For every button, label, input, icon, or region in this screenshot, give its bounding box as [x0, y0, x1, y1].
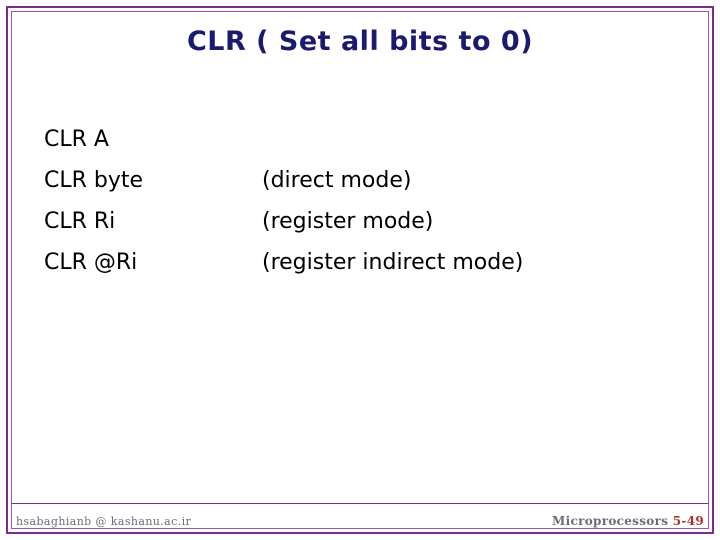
footer-author: hsabaghianb @ kashanu.ac.ir — [16, 515, 192, 528]
page-title: CLR ( Set all bits to 0) — [186, 26, 534, 57]
footer-course: Microprocessors 5-49 — [552, 514, 704, 528]
slide-border-inner — [11, 11, 709, 529]
instruction-mnemonic: CLR byte — [44, 168, 144, 193]
slide-border-outer — [6, 6, 714, 534]
instruction-mode: (direct mode) — [262, 168, 412, 193]
list-item: CLR Ri (register mode) — [44, 209, 684, 250]
list-item: CLR A — [44, 127, 684, 168]
list-item: CLR byte (direct mode) — [44, 168, 684, 209]
instruction-mode: (register mode) — [262, 209, 434, 234]
footer-divider — [12, 503, 708, 504]
instruction-mnemonic: CLR Ri — [44, 209, 116, 234]
footer-course-label: Microprocessors — [552, 514, 669, 528]
instruction-mnemonic: CLR A — [44, 127, 109, 152]
footer-page-number: 5-49 — [672, 514, 704, 528]
instruction-mode: (register indirect mode) — [262, 250, 524, 275]
instruction-mnemonic: CLR @Ri — [44, 250, 138, 275]
list-item: CLR @Ri (register indirect mode) — [44, 250, 684, 291]
instruction-list: CLR A CLR byte (direct mode) CLR Ri (reg… — [44, 127, 684, 291]
